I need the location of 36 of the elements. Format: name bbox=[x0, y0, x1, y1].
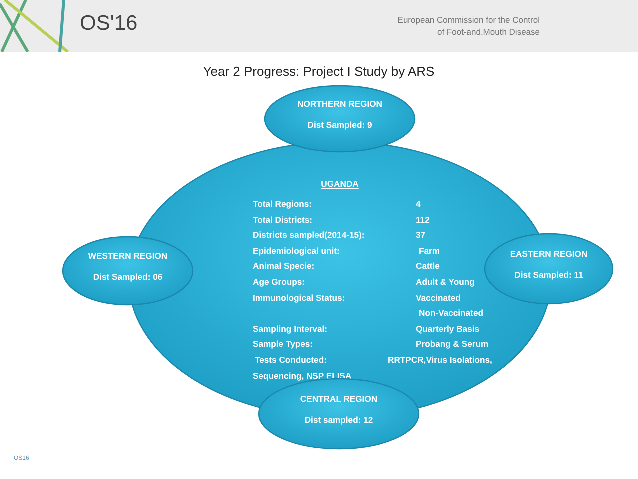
value-text: RRTPCR,Virus Isolations, bbox=[388, 354, 492, 366]
region-name: WESTERN REGION bbox=[87, 250, 169, 262]
field-label: Animal Specie: bbox=[253, 260, 315, 272]
value-text: Farm bbox=[419, 244, 440, 257]
value-text: Probang & Serum bbox=[416, 338, 489, 350]
field-label: Sample Types: bbox=[253, 338, 314, 350]
sample-count: Dist Sampled: 11 bbox=[514, 269, 584, 281]
value-text: Cattle bbox=[416, 260, 440, 272]
heading-text: UGANDA bbox=[320, 178, 360, 190]
event-name: OS'16 bbox=[80, 12, 138, 36]
value-text: Non-Vaccinated bbox=[419, 307, 484, 320]
sample-count: Dist Sampled: 06 bbox=[92, 271, 164, 283]
value-text: 112 bbox=[416, 214, 430, 226]
field-label: Age Groups: bbox=[253, 276, 306, 288]
value-text: Vaccinated bbox=[416, 292, 461, 304]
region-ellipse bbox=[264, 85, 416, 153]
value-text: Adult & Young bbox=[416, 276, 475, 288]
organization-name: European Commission for the Control of Foot-and.Mouth Disease bbox=[396, 14, 540, 38]
region-name: NORTHERN REGION bbox=[296, 98, 384, 110]
sample-count: Dist sampled: 12 bbox=[304, 414, 374, 426]
value-text: 37 bbox=[416, 229, 426, 242]
sample-count: Dist Sampled: 9 bbox=[306, 119, 374, 131]
region-name: EASTERN REGION bbox=[509, 248, 589, 260]
value-text: 4 bbox=[416, 198, 421, 210]
region-ellipse bbox=[62, 236, 194, 306]
field-label: Sampling Interval: bbox=[253, 322, 328, 335]
field-label: Immunological Status: bbox=[253, 292, 346, 304]
region-name: CENTRAL REGION bbox=[299, 393, 379, 405]
field-label: Epidemiological unit: bbox=[253, 244, 340, 257]
slide-title: Year 2 Progress: Project I Study by ARS bbox=[202, 64, 436, 79]
field-label: Tests Conducted: bbox=[255, 354, 327, 366]
region-ellipse bbox=[484, 233, 614, 305]
field-label: Districts sampled(2014-15): bbox=[253, 229, 365, 242]
field-label: Total Districts: bbox=[253, 214, 313, 226]
field-label: Total Regions: bbox=[253, 198, 312, 210]
value-text: Quarterly Basis bbox=[416, 322, 480, 335]
